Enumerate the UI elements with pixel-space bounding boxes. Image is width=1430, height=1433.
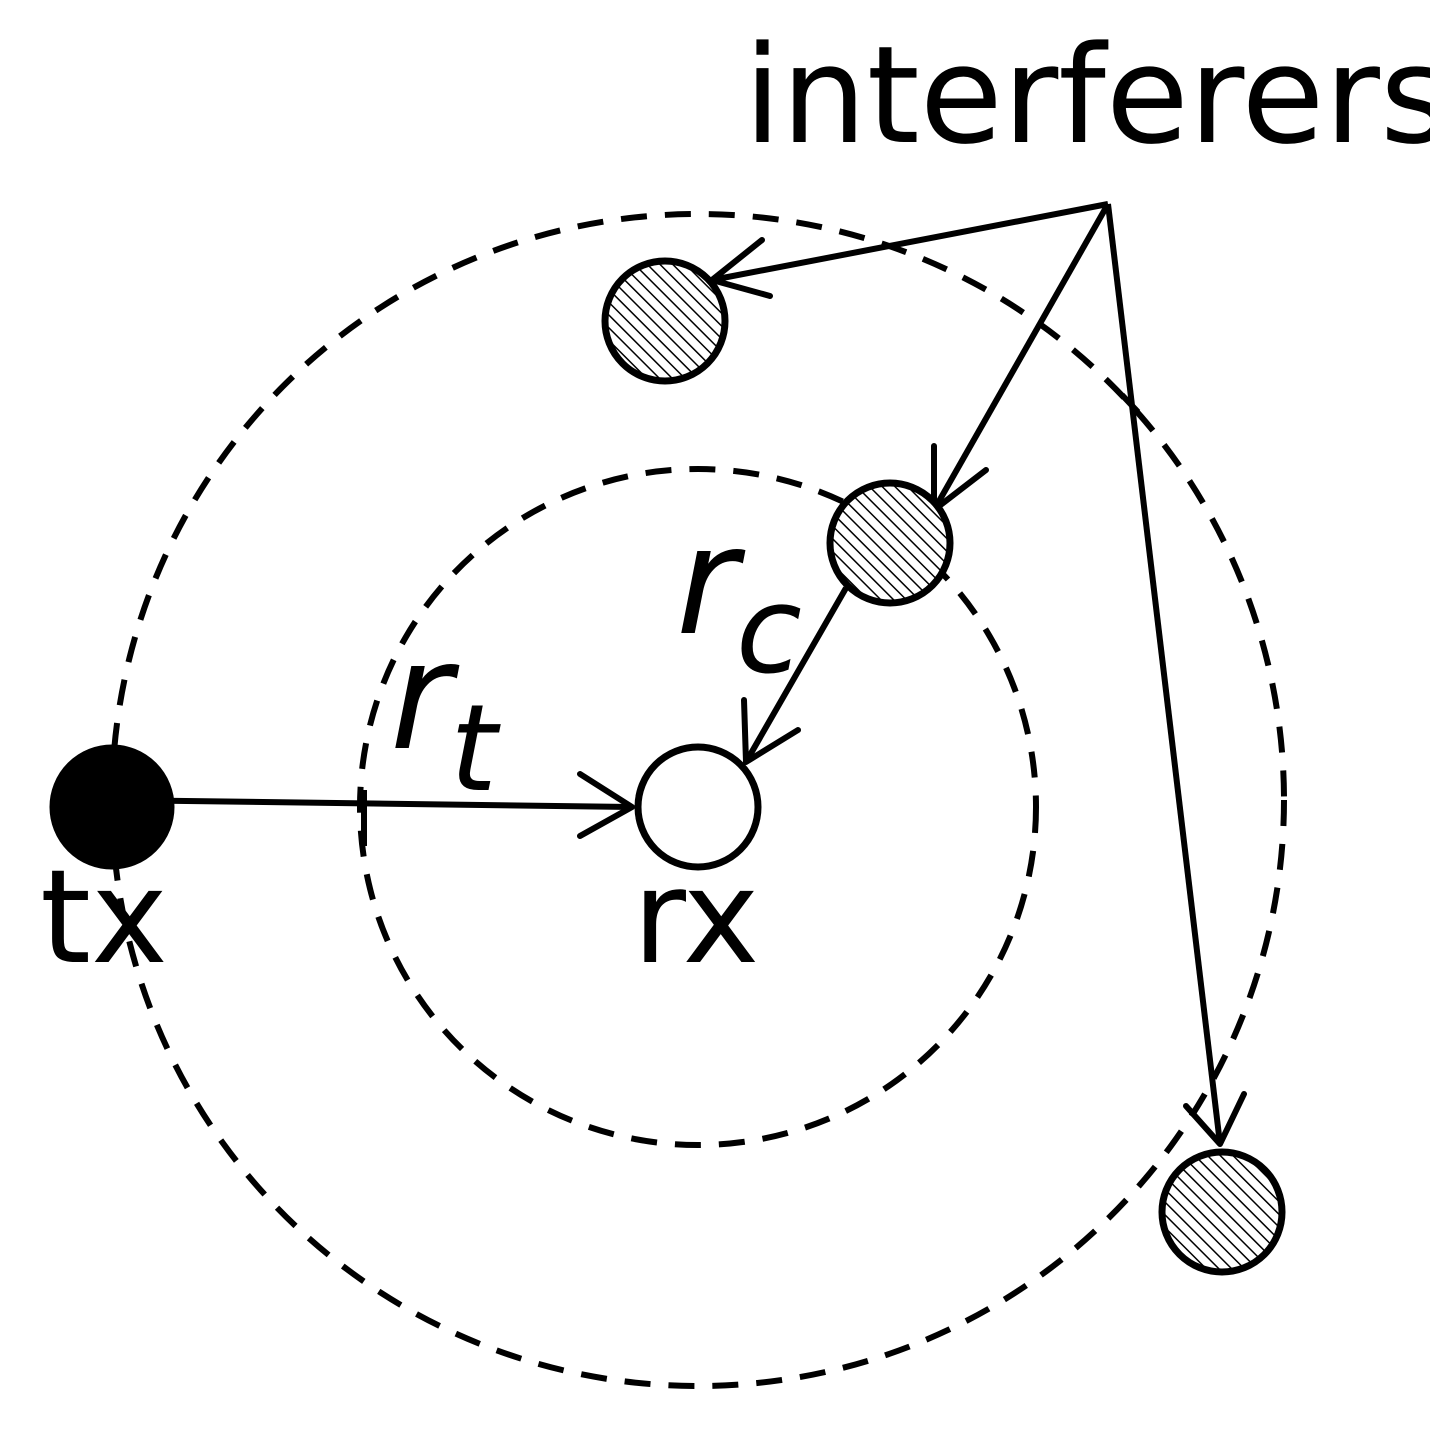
rx-label: rx [633, 841, 760, 993]
rc-arrowhead [741, 697, 801, 765]
interferer-node-top [601, 257, 729, 385]
interferer-arrow-3-line [1105, 203, 1223, 1145]
inner-dashed-circle [357, 466, 1039, 1148]
rt-arrow-line [111, 797, 633, 810]
rt-arrowhead [577, 771, 635, 839]
tx-node [49, 744, 175, 870]
rc-arrow-line [743, 586, 849, 764]
rx-node [634, 743, 762, 871]
interferer-arrow-2-line [931, 202, 1111, 512]
interferer-arrow-1-line [711, 201, 1109, 283]
rc-symbol: r [676, 495, 746, 669]
interferer-node-middle [826, 479, 954, 607]
rt-symbol: r [390, 610, 460, 784]
interferer-node-bottom [1158, 1148, 1286, 1276]
interferers-label: interferers [744, 17, 1430, 174]
outer-dashed-circle [109, 211, 1287, 1389]
interferer-arrowhead-3 [1183, 1091, 1247, 1147]
tx-label: tx [40, 841, 168, 993]
rt-subscript: t [450, 680, 501, 819]
rc-subscript: c [736, 562, 802, 701]
interferer-arrowhead-2 [931, 443, 989, 513]
